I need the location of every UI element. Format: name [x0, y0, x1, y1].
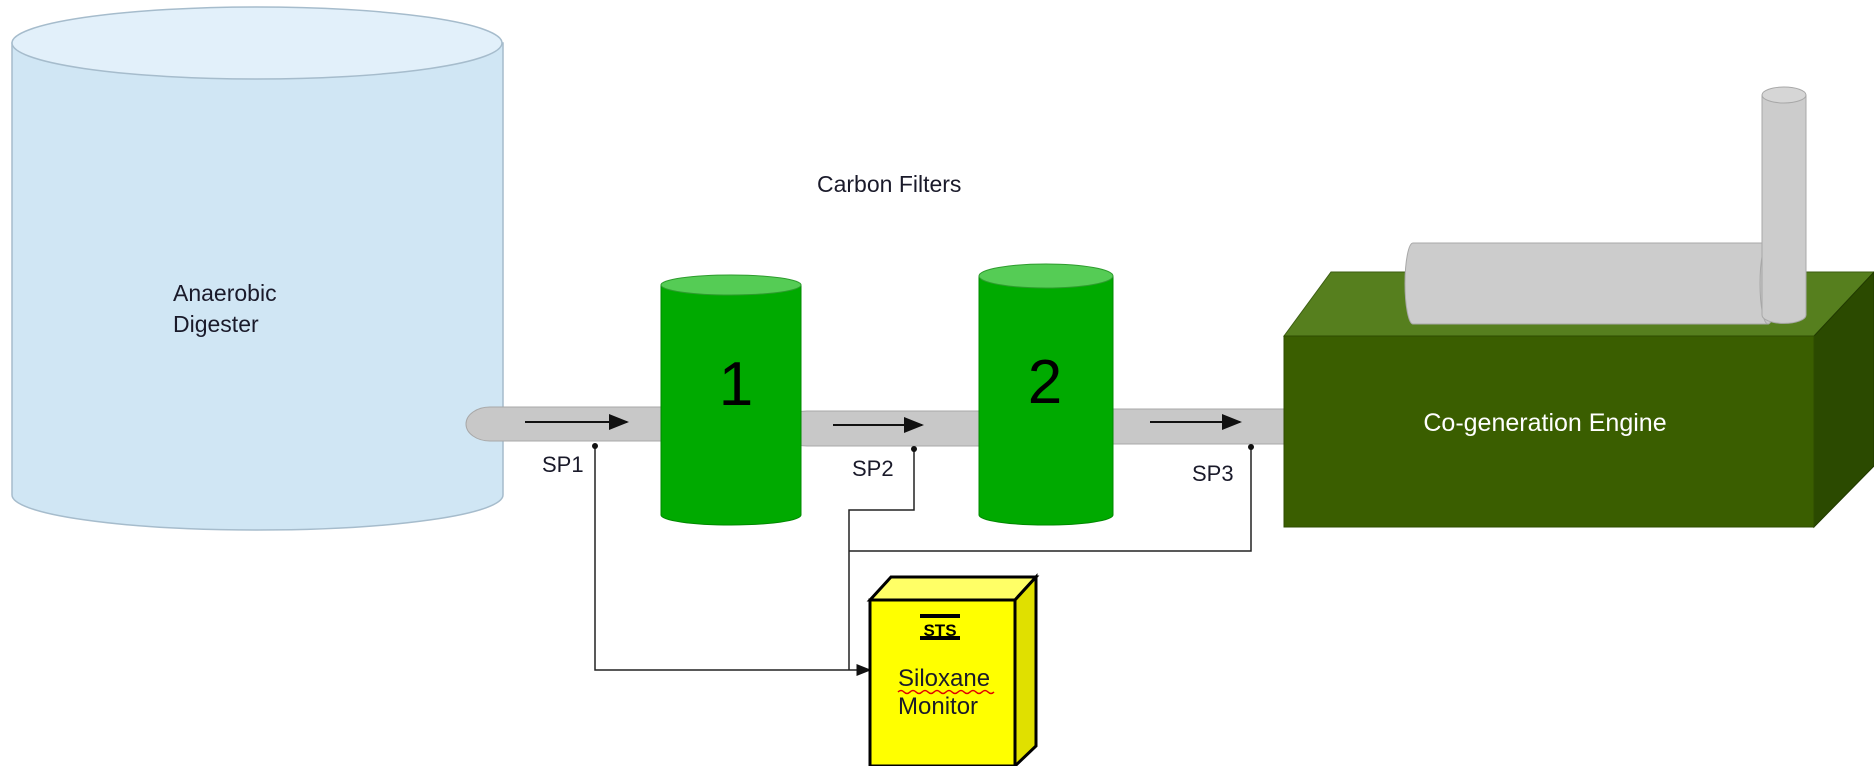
sp3-line	[849, 447, 1252, 552]
anaerobic-digester: Anaerobic Digester	[11, 6, 504, 531]
digester-label-line2: Digester	[173, 311, 259, 337]
pipe-sp2	[779, 410, 983, 447]
filter-2-number: 2	[1028, 348, 1062, 417]
sp2-line	[848, 449, 915, 670]
engine-label: Co-generation Engine	[1423, 409, 1666, 437]
sts-logo: STS	[920, 614, 960, 640]
sp3-point	[1248, 444, 1254, 450]
carbon-filter-2: 2	[978, 263, 1114, 526]
sp1-label: SP1	[542, 452, 584, 477]
carbon-filter-1: 1	[660, 274, 802, 526]
sp1-point	[592, 443, 598, 449]
spellcheck-underline	[897, 689, 995, 695]
filter-1-number: 1	[719, 350, 753, 419]
siloxane-monitor: STS Siloxane Monitor	[866, 573, 1040, 766]
digester-label-line1: Anaerobic	[173, 280, 277, 306]
exhaust-pipe	[1404, 242, 1777, 325]
sp3-label: SP3	[1192, 461, 1234, 486]
sp2-point	[911, 446, 917, 452]
pipe-sp1	[465, 406, 666, 442]
sp2-label: SP2	[852, 456, 894, 481]
sts-logo-text: STS	[923, 621, 956, 640]
pipe-sp3	[1084, 408, 1288, 445]
carbon-filters-title: Carbon Filters	[817, 171, 961, 197]
monitor-label-line2: Monitor	[898, 693, 978, 720]
exhaust-stack	[1761, 86, 1807, 324]
sample-lines	[592, 443, 1254, 676]
monitor-label-line1: Siloxane	[898, 665, 990, 692]
sp1-line	[594, 446, 872, 676]
